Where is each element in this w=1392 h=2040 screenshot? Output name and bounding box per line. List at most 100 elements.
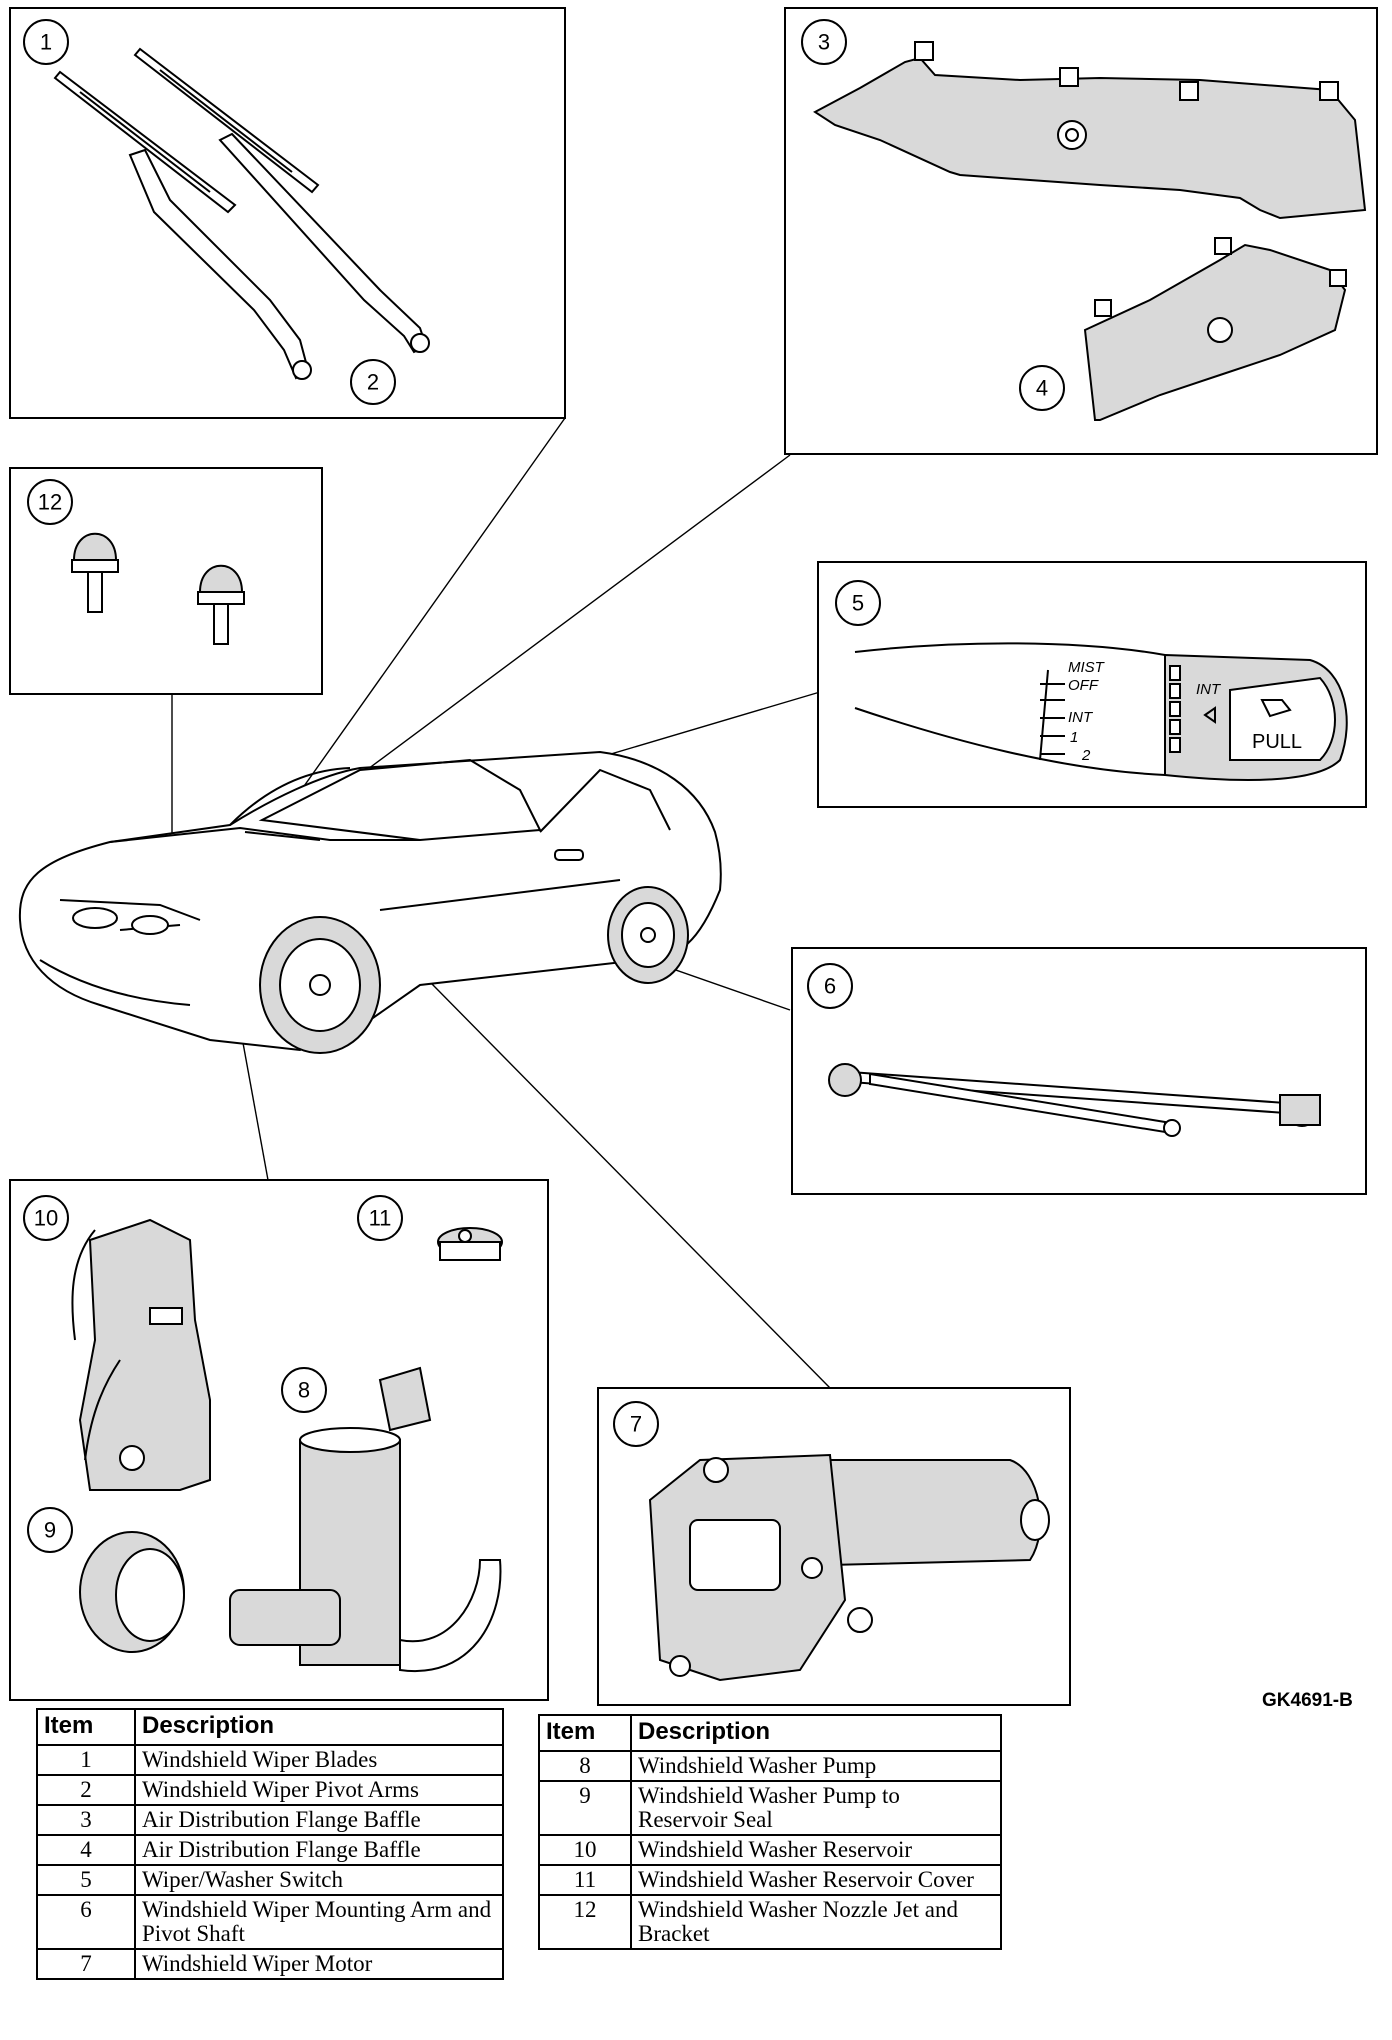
switch-label-int-low: INT xyxy=(1068,709,1094,726)
callout-11: 11 xyxy=(357,1195,403,1241)
legend-item-number: 3 xyxy=(36,1804,136,1836)
legend-item-number: 4 xyxy=(36,1834,136,1866)
legend-item-description: Air Distribution Flange Baffle xyxy=(134,1804,504,1836)
svg-text:9: 9 xyxy=(44,1518,56,1543)
wiper-blade-1 xyxy=(53,70,237,214)
legend-item-number: 8 xyxy=(538,1750,632,1782)
callout-2: 2 xyxy=(350,359,396,405)
panel-pivot-shaft xyxy=(791,947,1367,1195)
svg-text:1: 1 xyxy=(40,30,52,55)
switch-label-speed-1: 1 xyxy=(1070,729,1078,746)
legend-item-description: Windshield Wiper Pivot Arms xyxy=(134,1774,504,1806)
svg-text:7: 7 xyxy=(630,1412,642,1437)
svg-text:6: 6 xyxy=(824,974,836,999)
rear-wheel xyxy=(607,886,689,984)
wiper-blade-2 xyxy=(133,47,320,194)
svg-text:8: 8 xyxy=(298,1378,310,1403)
callout-4: 4 xyxy=(1019,365,1065,411)
svg-text:2: 2 xyxy=(367,370,379,395)
switch-label-mist: MIST xyxy=(1068,659,1106,676)
svg-text:12: 12 xyxy=(38,490,62,515)
svg-text:11: 11 xyxy=(369,1206,392,1231)
pivot-arm-2 xyxy=(218,132,430,354)
svg-text:10: 10 xyxy=(34,1206,58,1231)
legend-header-item: Item xyxy=(36,1708,136,1746)
callout-12: 12 xyxy=(27,479,73,525)
legend-item-number: 10 xyxy=(538,1834,632,1866)
legend-item-description: Windshield Wiper Mounting Arm and Pivot … xyxy=(134,1894,504,1950)
legend-item-number: 12 xyxy=(538,1894,632,1950)
legend-item-description: Windshield Washer Reservoir xyxy=(630,1834,1002,1866)
front-wheel xyxy=(259,916,381,1054)
legend-item-number: 9 xyxy=(538,1780,632,1836)
panel-wiper-switch: MIST OFF INT 1 2 INT PULL xyxy=(817,561,1367,808)
panel-wiper-motor xyxy=(597,1387,1071,1706)
legend-item-number: 7 xyxy=(36,1948,136,1980)
callout-5: 5 xyxy=(835,580,881,626)
washer-symbol-icon xyxy=(1260,699,1292,718)
legend-item-description: Windshield Washer Pump xyxy=(630,1750,1002,1782)
callout-6: 6 xyxy=(807,963,853,1009)
washer-reservoir xyxy=(71,1218,211,1491)
flange-baffle-upper xyxy=(813,41,1367,220)
svg-text:3: 3 xyxy=(818,30,830,55)
callout-3: 3 xyxy=(801,19,847,65)
legend-item-description: Windshield Wiper Blades xyxy=(134,1744,504,1776)
legend-header-description: Description xyxy=(630,1714,1002,1752)
legend-item-number: 1 xyxy=(36,1744,136,1776)
flange-baffle-lower xyxy=(1083,237,1347,421)
legend-item-description: Windshield Washer Reservoir Cover xyxy=(630,1864,1002,1896)
legend-item-description: Wiper/Washer Switch xyxy=(134,1864,504,1896)
int-detent-marks xyxy=(1169,665,1181,753)
switch-label-int: INT xyxy=(1196,681,1222,698)
pump-reservoir-seal xyxy=(79,1531,185,1653)
figure-code: GK4691-B xyxy=(1262,1690,1353,1711)
legend-header-item: Item xyxy=(538,1714,632,1752)
legend-header-description: Description xyxy=(134,1708,504,1746)
washer-pump xyxy=(229,1366,502,1673)
panel-flange-baffles xyxy=(784,7,1378,455)
legend-item-number: 5 xyxy=(36,1864,136,1896)
legend-item-description: Windshield Washer Nozzle Jet and Bracket xyxy=(630,1894,1002,1950)
panel-washer-assembly xyxy=(9,1179,549,1701)
svg-text:5: 5 xyxy=(852,591,864,616)
callout-8: 8 xyxy=(281,1367,327,1413)
callout-7: 7 xyxy=(613,1401,659,1447)
car-illustration xyxy=(18,750,722,1054)
legend-item-description: Windshield Washer Pump to Reservoir Seal xyxy=(630,1780,1002,1836)
reservoir-cover xyxy=(437,1227,503,1261)
legend-item-number: 11 xyxy=(538,1864,632,1896)
callout-10: 10 xyxy=(23,1195,69,1241)
panel-wiper-blades-arms xyxy=(9,7,566,419)
legend-item-number: 2 xyxy=(36,1774,136,1806)
nozzle-jet-1 xyxy=(71,532,119,613)
switch-label-pull: PULL xyxy=(1252,731,1302,753)
callout-1: 1 xyxy=(23,19,69,65)
wiper-switch-stalk xyxy=(854,642,1348,781)
switch-label-off: OFF xyxy=(1068,677,1099,694)
nozzle-jet-2 xyxy=(197,564,245,645)
wiper-motor xyxy=(648,1453,1050,1682)
legend-item-description: Air Distribution Flange Baffle xyxy=(134,1834,504,1866)
pivot-arm-1 xyxy=(128,148,312,380)
legend-item-description: Windshield Wiper Motor xyxy=(134,1948,504,1980)
callout-9: 9 xyxy=(27,1507,73,1553)
svg-text:4: 4 xyxy=(1036,376,1048,401)
legend-item-number: 6 xyxy=(36,1894,136,1950)
switch-label-speed-2: 2 xyxy=(1081,747,1091,764)
